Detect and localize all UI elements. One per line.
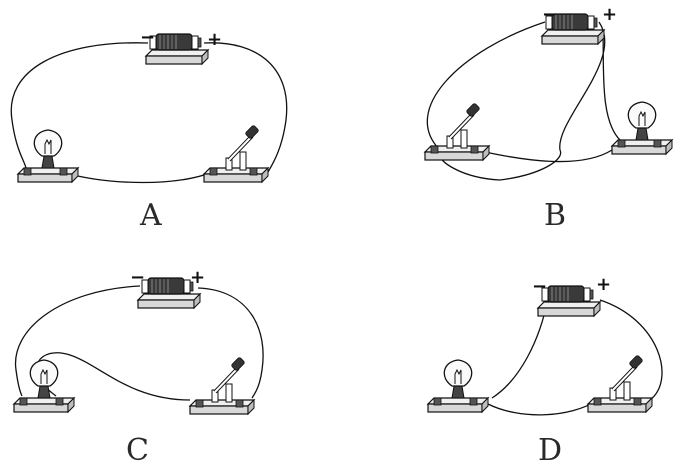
wire [14,285,141,397]
battery-plus-sign: + [602,4,617,25]
battery-minus-sign: − [130,267,145,288]
battery-plus-sign: + [190,267,205,288]
wire [599,299,663,401]
wire [426,21,546,151]
switch-icon [202,122,270,184]
switch-icon [586,352,654,414]
bulb-icon [611,101,673,155]
wire [203,42,288,173]
wire [439,21,606,181]
panel-label: B [544,198,566,233]
battery-minus-sign: − [532,276,547,297]
panel-b: − + B [423,4,673,233]
bulb-icon [427,359,489,413]
battery-icon [145,33,209,65]
switch-icon [188,354,256,416]
wire [36,352,191,401]
panel-c: − + C [13,267,264,466]
switch-icon [423,100,491,162]
bulb-icon [17,129,79,183]
battery-plus-sign: + [596,274,611,295]
battery-icon [537,285,601,317]
battery-plus-sign: + [207,29,222,50]
battery-minus-sign: − [542,4,557,25]
wire [197,287,264,399]
wire [61,171,213,184]
panel-label: A [139,198,162,233]
panel-label: D [538,433,562,466]
wire [10,42,149,169]
wire [475,149,613,163]
bulb-icon [13,359,75,413]
wire [487,399,599,416]
panel-d: − + D [427,274,663,466]
panel-a: − + A [10,27,288,233]
panel-label: C [126,433,149,466]
wire [602,29,621,141]
battery-minus-sign: − [140,27,155,48]
